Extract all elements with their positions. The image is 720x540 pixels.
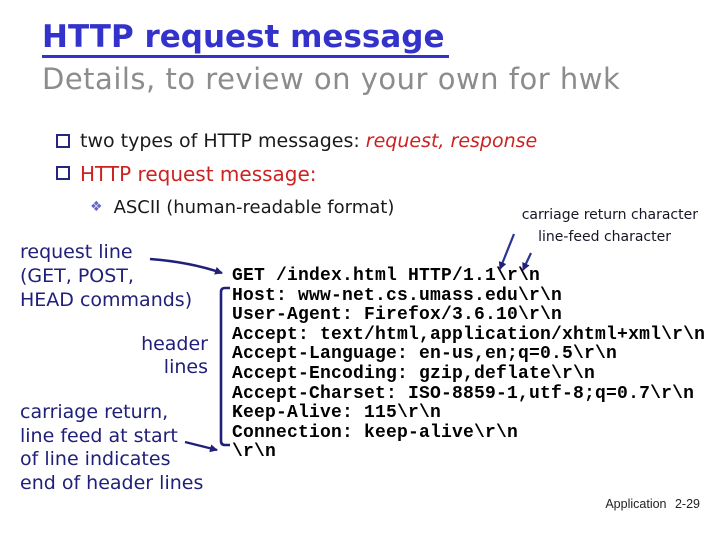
code-line: Keep-Alive: 115\r\n	[232, 403, 442, 424]
subbullet-ascii-text: ASCII (human-readable format)	[113, 197, 395, 218]
slide-page-number: Application 2-29	[605, 497, 700, 511]
bullet-two-types-highlight: request, response	[365, 130, 538, 152]
code-line: Connection: keep-alive\r\n	[232, 422, 519, 443]
bullet-http-request-text: HTTP request message:	[80, 162, 317, 186]
request-line-label-line: HEAD commands)	[20, 289, 193, 311]
code-line: GET /index.html HTTP/1.1\r\n	[232, 266, 541, 286]
header-lines-bracket-icon	[219, 286, 230, 447]
code-line: \r\n	[232, 442, 277, 463]
line-feed-note: line-feed character	[538, 229, 671, 245]
carriage-return-note: carriage return character	[521, 207, 698, 223]
request-line-label: request line(GET, POST,HEAD commands)	[20, 240, 192, 312]
square-bullet-icon	[56, 134, 70, 148]
square-bullet-icon	[56, 166, 70, 180]
code-line: Accept-Encoding: gzip,deflate\r\n	[232, 363, 596, 384]
carriage-return-arrow-icon	[498, 233, 516, 270]
code-line: Accept-Charset: ISO-8859-1,utf-8;q=0.7\r…	[232, 383, 695, 404]
code-line: Accept: text/html,application/xhtml+xml\…	[232, 324, 706, 345]
slide-title: HTTP request message	[42, 20, 449, 59]
subbullet-ascii: ❖ ASCII (human-readable format)	[90, 197, 394, 218]
slide-subtitle: Details, to review on your own for hwk	[42, 62, 621, 96]
end-of-headers-label-line: line feed at start	[20, 424, 178, 447]
end-of-headers-label-line: carriage return,	[20, 401, 169, 423]
code-line: User-Agent: Firefox/3.6.10\r\n	[232, 305, 563, 326]
diamond-bullet-icon: ❖	[90, 199, 103, 215]
bullet-text: two types of HTTP messages: request, res…	[80, 130, 537, 152]
bullet-http-request: HTTP request message:	[56, 162, 317, 186]
bullet-two-types: two types of HTTP messages: request, res…	[56, 130, 537, 152]
end-of-headers-label-line: end of header lines	[20, 471, 204, 494]
bullet-two-types-text: two types of HTTP messages:	[80, 130, 366, 152]
code-line: Host: www-net.cs.umass.edu\r\n	[232, 285, 563, 306]
end-of-headers-label-line: of line indicates	[20, 448, 171, 470]
request-line-label-line: (GET, POST,	[20, 265, 134, 287]
request-line-label-line: request line	[20, 241, 133, 263]
header-lines-label-line: header	[141, 333, 208, 355]
code-line: Accept-Language: en-us,en;q=0.5\r\n	[232, 344, 618, 365]
header-lines-label-line: lines	[163, 356, 208, 378]
